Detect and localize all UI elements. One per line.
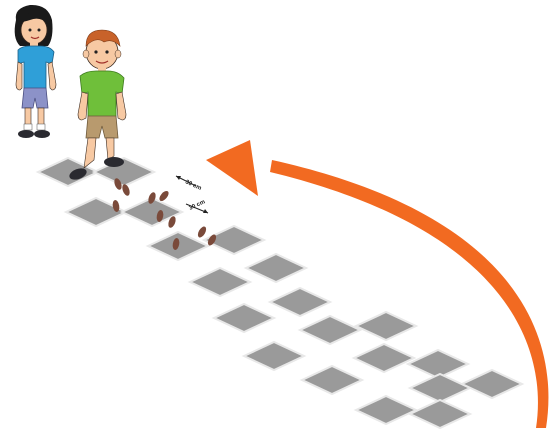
hopscotch-grid — [38, 158, 522, 428]
footprint-icon — [196, 225, 208, 239]
hopscotch-square — [190, 268, 250, 296]
hopscotch-square — [300, 316, 360, 344]
hopscotch-square — [354, 344, 414, 372]
hopscotch-square — [302, 366, 362, 394]
hopscotch-square — [94, 158, 154, 186]
hopscotch-square — [408, 350, 468, 378]
boy-figure-icon — [68, 30, 126, 182]
measure-label-bottom: 30 cm — [188, 199, 206, 212]
girl-figure-icon — [15, 5, 56, 138]
hopscotch-square — [270, 288, 330, 316]
hopscotch-square — [410, 400, 470, 428]
hopscotch-square — [244, 342, 304, 370]
measure-label-top: 30 cm — [184, 179, 202, 192]
hopscotch-square — [356, 312, 416, 340]
hopscotch-square — [462, 370, 522, 398]
hopscotch-square — [246, 254, 306, 282]
measurement-annotation: 30 cm 30 cm — [176, 176, 208, 213]
hopscotch-square — [356, 396, 416, 424]
hopscotch-square — [214, 304, 274, 332]
hopscotch-square — [410, 374, 470, 402]
